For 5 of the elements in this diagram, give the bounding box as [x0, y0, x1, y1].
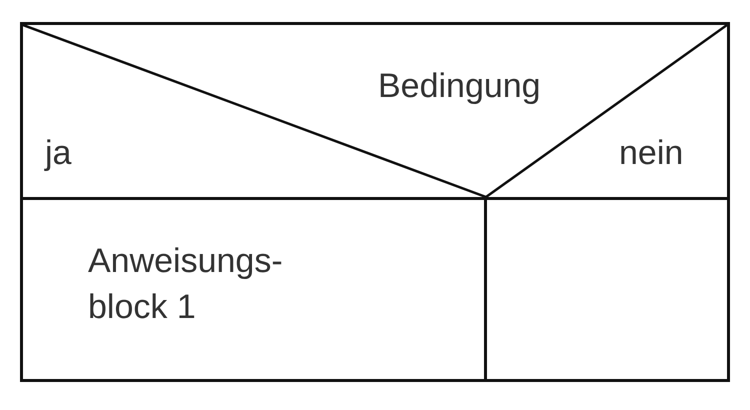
statement-block [20, 197, 487, 382]
condition-text: Bedingung [378, 66, 541, 107]
statement-text: Anweisungs- block 1 [88, 241, 284, 328]
branch-label: ja [45, 133, 72, 174]
branch-label: nein [619, 133, 684, 174]
